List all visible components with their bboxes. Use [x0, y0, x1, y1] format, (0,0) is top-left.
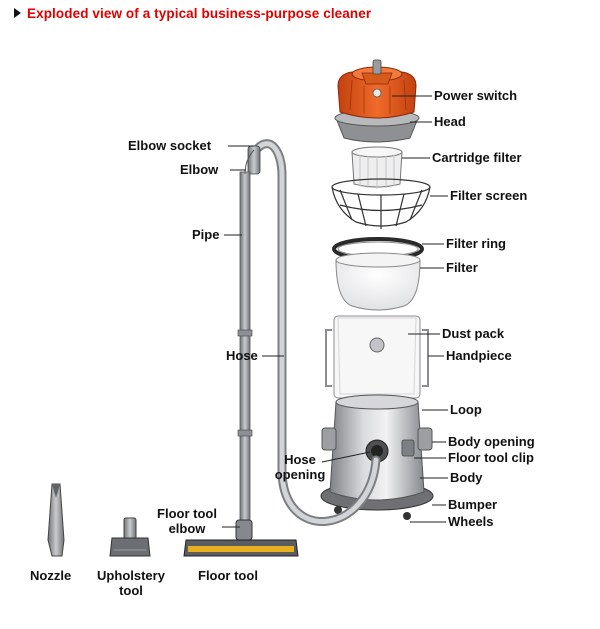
diagram-title-row: Exploded view of a typical business-purp…	[14, 4, 371, 22]
label-hose: Hose	[226, 348, 258, 363]
nozzle-part	[47, 483, 65, 557]
label-floor-tool: Floor tool	[198, 568, 258, 583]
diagram-title: Exploded view of a typical business-purp…	[27, 5, 372, 21]
label-nozzle: Nozzle	[30, 568, 72, 583]
head-assembly	[334, 59, 420, 143]
label-elbow: Elbow	[180, 162, 219, 177]
hose-part	[253, 139, 381, 526]
label-pipe: Pipe	[192, 227, 220, 242]
label-body: Body	[450, 470, 483, 485]
label-floor-tool-elbow: Floor tool elbow	[150, 506, 224, 536]
body-part	[320, 394, 434, 520]
pipe-part	[237, 145, 261, 523]
label-upholstery-tool: Upholstery tool	[92, 568, 170, 598]
label-loop: Loop	[450, 402, 482, 417]
label-hose-opening-line-1: Hose	[284, 452, 316, 467]
label-bumper: Bumper	[448, 497, 498, 512]
filter-part	[335, 252, 421, 311]
label-wheels: Wheels	[448, 514, 494, 529]
upholstery-tool-part	[109, 517, 151, 557]
label-cartridge-filter: Cartridge filter	[432, 150, 522, 165]
label-elbow-socket: Elbow socket	[128, 138, 212, 153]
leader-lines	[222, 95, 448, 528]
label-handpiece: Handpiece	[446, 348, 512, 363]
label-upholstery-tool-line-1: Upholstery	[97, 568, 165, 583]
dust-pack-part	[325, 315, 429, 399]
label-floor-tool-elbow-line-2: elbow	[168, 521, 206, 536]
label-filter: Filter	[446, 260, 478, 275]
label-head: Head	[434, 114, 466, 129]
label-hose-opening-line-2: opening	[274, 467, 326, 482]
label-filter-ring: Filter ring	[446, 236, 506, 251]
bullet-arrow-icon	[14, 8, 21, 18]
filter-screen-part	[331, 178, 431, 229]
label-floor-tool-clip: Floor tool clip	[448, 450, 534, 465]
label-body-opening: Body opening	[448, 434, 535, 449]
label-hose-opening: Hose opening	[270, 452, 330, 482]
floor-tool-part	[183, 519, 299, 557]
label-floor-tool-elbow-line-1: Floor tool	[157, 506, 217, 521]
label-dust-pack: Dust pack	[442, 326, 505, 341]
label-filter-screen: Filter screen	[450, 188, 528, 203]
label-power-switch: Power switch	[434, 88, 518, 103]
label-upholstery-tool-line-2: tool	[119, 583, 143, 598]
cartridge-filter-part	[351, 146, 403, 189]
